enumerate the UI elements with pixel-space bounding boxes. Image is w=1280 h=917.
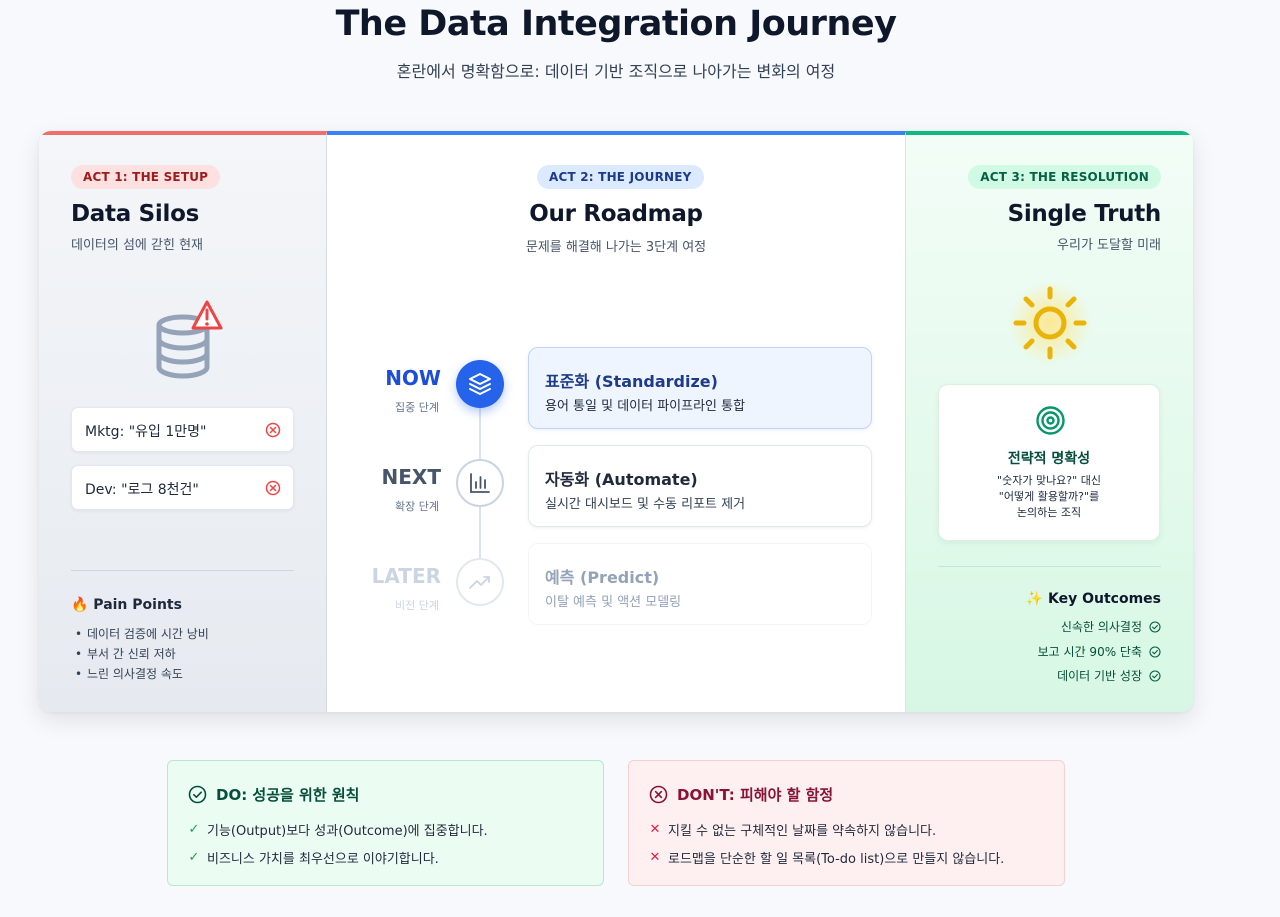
stage-desc: 이탈 예측 및 액션 모델링 <box>545 595 682 610</box>
message-card-dev: Dev: "로그 8천건" <box>71 465 294 510</box>
divider <box>71 570 294 571</box>
stage-title: 예측 (Predict) <box>545 568 660 587</box>
dont-item-text: 로드맵을 단순한 할 일 목록(To-do list)으로 만들지 않습니다. <box>668 852 1005 867</box>
check-circle-icon <box>1149 669 1161 682</box>
act2-subtitle: 문제를 해결해 나가는 3단계 여정 <box>525 240 707 255</box>
x-icon: ✕ <box>649 850 661 865</box>
list-item: 부서 간 신뢰 저하 <box>75 644 209 664</box>
strategic-clarity-card: 전략적 명확성 "숫자가 맞나요?" 대신 "어떻게 활용할까?"를 논의하는 … <box>938 384 1160 541</box>
journey-board: ACT 1: THE SETUP Data Silos 데이터의 섬에 갇힌 현… <box>39 131 1193 712</box>
do-panel: DO: 성공을 위한 원칙 ✓ 기능(Output)보다 성과(Outcome)… <box>167 760 604 886</box>
timeline-connector <box>479 507 481 561</box>
sun-icon <box>1006 279 1094 367</box>
do-title: DO: 성공을 위한 원칙 <box>216 786 360 804</box>
pain-points-list: 데이터 검증에 시간 낭비 부서 간 신뢰 저하 느린 의사결정 속도 <box>75 624 209 684</box>
check-circle-icon <box>188 785 207 804</box>
act2-badge: ACT 2: THE JOURNEY <box>537 165 704 189</box>
card-title: 전략적 명확성 <box>1007 451 1091 467</box>
check-circle-icon <box>1149 620 1161 633</box>
outcome-text: 데이터 기반 성장 <box>1057 669 1142 683</box>
card-line: 논의하는 조직 <box>1016 506 1082 519</box>
message-card-mktg: Mktg: "유입 1만명" <box>71 407 294 452</box>
stage-now-label: NOW <box>385 366 441 390</box>
x-circle-icon <box>649 785 668 804</box>
stage-title: 표준화 (Standardize) <box>545 372 718 391</box>
stage-next-card: 자동화 (Automate) 실시간 대시보드 및 수동 리포트 제거 <box>528 445 872 527</box>
list-item: 느린 의사결정 속도 <box>75 664 209 684</box>
divider <box>938 566 1161 567</box>
stage-desc: 실시간 대시보드 및 수동 리포트 제거 <box>545 497 746 512</box>
database-warning-icon <box>151 299 231 383</box>
card-line: "숫자가 맞나요?" 대신 <box>997 474 1101 487</box>
do-item: ✓ 기능(Output)보다 성과(Outcome)에 집중합니다. <box>188 820 488 839</box>
x-circle-icon <box>265 422 281 438</box>
bar-chart-icon <box>456 459 504 507</box>
do-header: DO: 성공을 위한 원칙 <box>188 784 359 805</box>
act2-column: ACT 2: THE JOURNEY Our Roadmap 문제를 해결해 나… <box>327 131 905 712</box>
act3-badge: ACT 3: THE RESOLUTION <box>968 165 1161 189</box>
act1-subtitle: 데이터의 섬에 갇힌 현재 <box>71 238 203 253</box>
outcome-text: 보고 시간 90% 단축 <box>1037 645 1142 659</box>
stage-next-sub: 확장 단계 <box>395 500 439 513</box>
check-icon: ✓ <box>188 822 200 837</box>
page-subtitle: 혼란에서 명확함으로: 데이터 기반 조직으로 나아가는 변화의 여정 <box>396 62 836 81</box>
dont-item: ✕ 지킬 수 없는 구체적인 날짜를 약속하지 않습니다. <box>649 820 937 839</box>
stage-next-label: NEXT <box>381 465 441 489</box>
timeline-connector <box>479 408 481 461</box>
act1-title: Data Silos <box>71 201 199 227</box>
page-title: The Data Integration Journey <box>335 4 897 44</box>
do-item: ✓ 비즈니스 가치를 최우선으로 이야기합니다. <box>188 848 439 867</box>
stage-later-label: LATER <box>371 564 441 588</box>
outcome-item: 신속한 의사결정 <box>1061 618 1161 635</box>
stage-now-sub: 집중 단계 <box>395 401 439 414</box>
dont-item: ✕ 로드맵을 단순한 할 일 목록(To-do list)으로 만들지 않습니다… <box>649 848 1005 867</box>
check-icon: ✓ <box>188 850 200 865</box>
do-item-text: 기능(Output)보다 성과(Outcome)에 집중합니다. <box>207 824 488 839</box>
outcome-text: 신속한 의사결정 <box>1060 620 1142 634</box>
dont-title: DON'T: 피해야 할 함정 <box>677 786 834 804</box>
act3-column: ACT 3: THE RESOLUTION Single Truth 우리가 도… <box>905 131 1193 712</box>
act3-subtitle: 우리가 도달할 미래 <box>1057 238 1161 253</box>
stage-later-sub: 비전 단계 <box>395 599 439 612</box>
trending-up-icon <box>456 558 504 606</box>
x-icon: ✕ <box>649 822 661 837</box>
x-circle-icon <box>265 480 281 496</box>
act1-column: ACT 1: THE SETUP Data Silos 데이터의 섬에 갇힌 현… <box>39 131 327 712</box>
do-item-text: 비즈니스 가치를 최우선으로 이야기합니다. <box>207 852 439 867</box>
check-circle-icon <box>1149 645 1161 658</box>
act3-title: Single Truth <box>1007 201 1162 227</box>
key-outcomes-title: ✨ Key Outcomes <box>1025 591 1161 607</box>
card-desc: "숫자가 맞나요?" 대신 "어떻게 활용할까?"를 논의하는 조직 <box>939 473 1159 521</box>
card-line: "어떻게 활용할까?"를 <box>998 490 1100 503</box>
outcome-item: 보고 시간 90% 단축 <box>1038 643 1161 660</box>
target-icon <box>1035 405 1066 436</box>
stage-later-card: 예측 (Predict) 이탈 예측 및 액션 모델링 <box>528 543 872 625</box>
layers-icon <box>456 360 504 408</box>
stage-desc: 용어 통일 및 데이터 파이프라인 통합 <box>545 399 746 414</box>
act1-badge: ACT 1: THE SETUP <box>71 165 221 189</box>
dont-header: DON'T: 피해야 할 함정 <box>649 784 833 805</box>
list-item: 데이터 검증에 시간 낭비 <box>75 624 209 644</box>
message-text: Dev: "로그 8천건" <box>85 482 199 498</box>
dont-panel: DON'T: 피해야 할 함정 ✕ 지킬 수 없는 구체적인 날짜를 약속하지 … <box>628 760 1065 886</box>
stage-now-card: 표준화 (Standardize) 용어 통일 및 데이터 파이프라인 통합 <box>528 347 872 429</box>
message-text: Mktg: "유입 1만명" <box>85 424 207 440</box>
act2-title: Our Roadmap <box>529 201 703 227</box>
outcome-item: 데이터 기반 성장 <box>1057 667 1161 684</box>
dont-item-text: 지킬 수 없는 구체적인 날짜를 약속하지 않습니다. <box>668 824 937 839</box>
stage-title: 자동화 (Automate) <box>545 470 698 489</box>
pain-points-title: 🔥 Pain Points <box>71 597 182 613</box>
